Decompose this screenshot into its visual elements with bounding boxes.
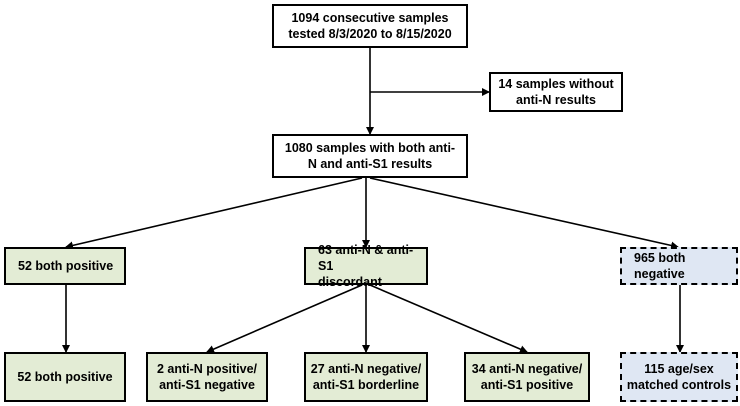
box-both-negative: 965 both negative (620, 247, 738, 285)
box-anti-n-negative-anti-s1-borderline: 27 anti-N negative/ anti-S1 borderline (304, 352, 428, 402)
box-both-results: 1080 samples with both anti- N and anti-… (272, 134, 468, 178)
box-discordant: 63 anti-N & anti-S1 discordant (304, 243, 428, 289)
arrow-to-both-positive (65, 177, 363, 250)
arrow-discordant-to-n-neg-s1-pos (369, 284, 528, 353)
box-both-positive-final: 52 both positive (4, 352, 126, 402)
box-both-positive: 52 both positive (4, 247, 126, 285)
box-without-anti-n: 14 samples without anti-N results (489, 72, 623, 112)
box-consecutive-samples: 1094 consecutive samples tested 8/3/2020… (272, 4, 468, 48)
box-anti-n-positive-anti-s1-negative: 2 anti-N positive/ anti-S1 negative (146, 352, 268, 402)
box-anti-n-negative-anti-s1-positive: 34 anti-N negative/ anti-S1 positive (464, 352, 590, 402)
arrow-discordant-to-n-pos-s1-neg (206, 284, 363, 353)
arrow-to-both-negative (369, 177, 679, 250)
box-matched-controls: 115 age/sex matched controls (620, 352, 738, 402)
